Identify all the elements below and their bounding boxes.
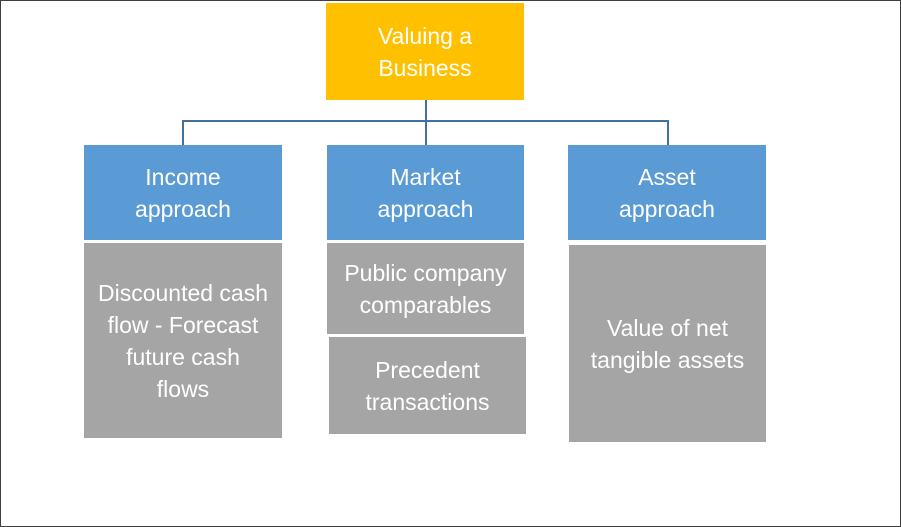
root-node-valuing-a-business: Valuing a Business: [326, 3, 524, 100]
detail-discounted-cash-flow: Discounted cash flow - Forecast future c…: [84, 243, 282, 438]
detail-precedent-transactions: Precedent transactions: [329, 337, 526, 434]
node-asset-approach: Asset approach: [568, 145, 766, 240]
detail-public-company-comparables: Public company comparables: [327, 243, 524, 334]
node-market-approach: Market approach: [327, 145, 524, 240]
node-income-approach: Income approach: [84, 145, 282, 240]
detail-value-of-net-tangible-assets: Value of net tangible assets: [569, 245, 766, 442]
